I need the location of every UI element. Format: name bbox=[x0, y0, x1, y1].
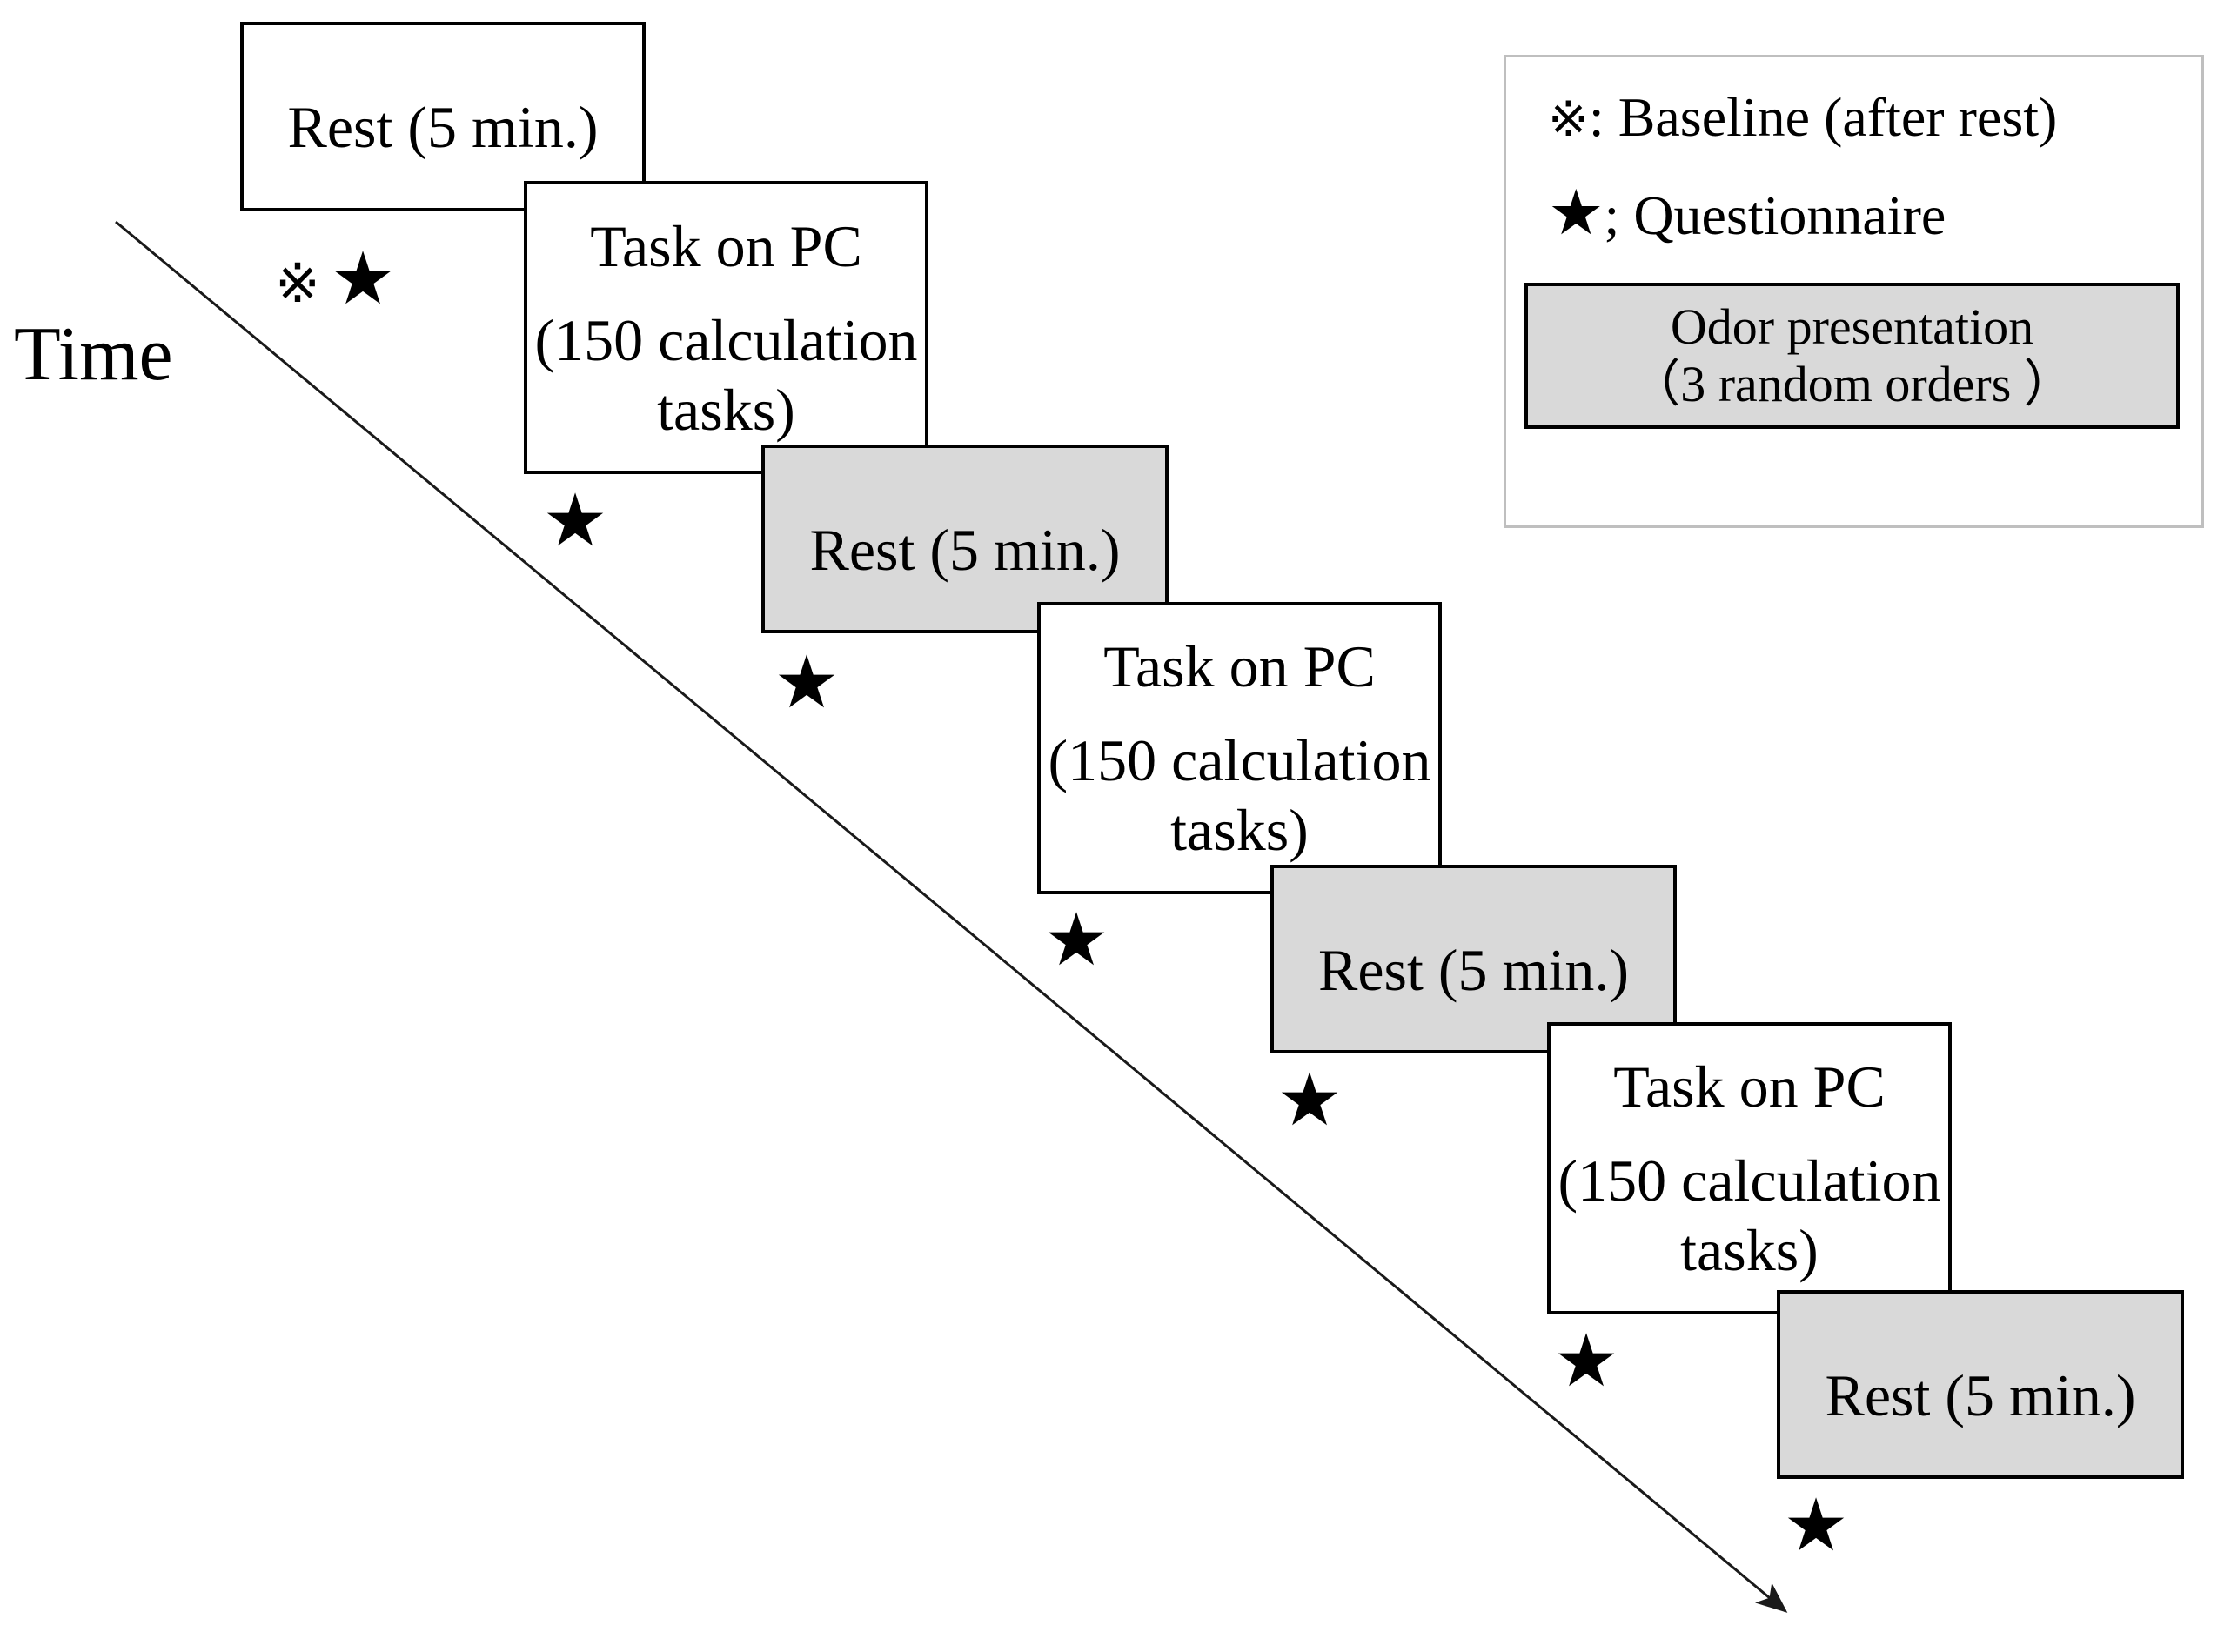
step-2-task-box: Task on PC (150 calculation tasks) bbox=[524, 181, 928, 474]
time-axis-label: Time bbox=[14, 312, 173, 397]
step-1-rest-box: Rest (5 min.) bbox=[240, 22, 646, 211]
baseline-reference-icon: ※ bbox=[275, 251, 320, 315]
questionnaire-star-icon: ★ bbox=[1043, 897, 1109, 982]
questionnaire-star-icon: ★ bbox=[1783, 1482, 1849, 1568]
step-1-rest-label: Rest (5 min.) bbox=[287, 94, 599, 160]
step-2-task-subtitle: (150 calculation tasks) bbox=[534, 306, 918, 443]
legend-item-questionnaire: ★; Questionnaire bbox=[1548, 176, 1946, 249]
step-3-rest-box: Rest (5 min.) bbox=[761, 445, 1169, 633]
step-4-task-box: Task on PC (150 calculation tasks) bbox=[1037, 602, 1442, 894]
baseline-reference-icon: ※ bbox=[1548, 91, 1589, 148]
legend-odor-presentation-box: Odor presentation （3 random orders ） bbox=[1524, 283, 2180, 429]
step-7-rest-label: Rest (5 min.) bbox=[1825, 1361, 2136, 1428]
legend-item-questionnaire-label: Questionnaire bbox=[1633, 184, 1946, 246]
legend-item-baseline: ※: Baseline (after rest) bbox=[1548, 86, 2058, 148]
step-6-task-box: Task on PC (150 calculation tasks) bbox=[1547, 1022, 1952, 1314]
step-4-task-title: Task on PC bbox=[1103, 633, 1376, 699]
step-2-task-title: Task on PC bbox=[590, 212, 862, 279]
step-3-rest-label: Rest (5 min.) bbox=[809, 516, 1121, 583]
questionnaire-star-icon: ★ bbox=[1548, 176, 1605, 249]
step-5-rest-box: Rest (5 min.) bbox=[1270, 865, 1677, 1053]
legend-box: ※: Baseline (after rest) ★; Questionnair… bbox=[1504, 55, 2204, 528]
legend-item-baseline-label: Baseline (after rest) bbox=[1618, 86, 2058, 148]
step-6-task-title: Task on PC bbox=[1613, 1053, 1886, 1120]
questionnaire-star-icon: ★ bbox=[1276, 1057, 1343, 1142]
odor-box-line2: （3 random orders ） bbox=[1630, 356, 2074, 412]
step-4-task-subtitle: (150 calculation tasks) bbox=[1048, 727, 1431, 863]
step-7-rest-box: Rest (5 min.) bbox=[1777, 1290, 2184, 1479]
questionnaire-star-icon: ★ bbox=[1553, 1318, 1619, 1403]
questionnaire-star-icon: ★ bbox=[774, 639, 840, 725]
step-6-task-subtitle: (150 calculation tasks) bbox=[1558, 1147, 1941, 1283]
questionnaire-star-icon: ★ bbox=[542, 478, 608, 563]
odor-box-line1: Odor presentation bbox=[1670, 298, 2034, 355]
questionnaire-star-icon: ★ bbox=[330, 236, 396, 321]
step-5-rest-label: Rest (5 min.) bbox=[1318, 936, 1629, 1003]
